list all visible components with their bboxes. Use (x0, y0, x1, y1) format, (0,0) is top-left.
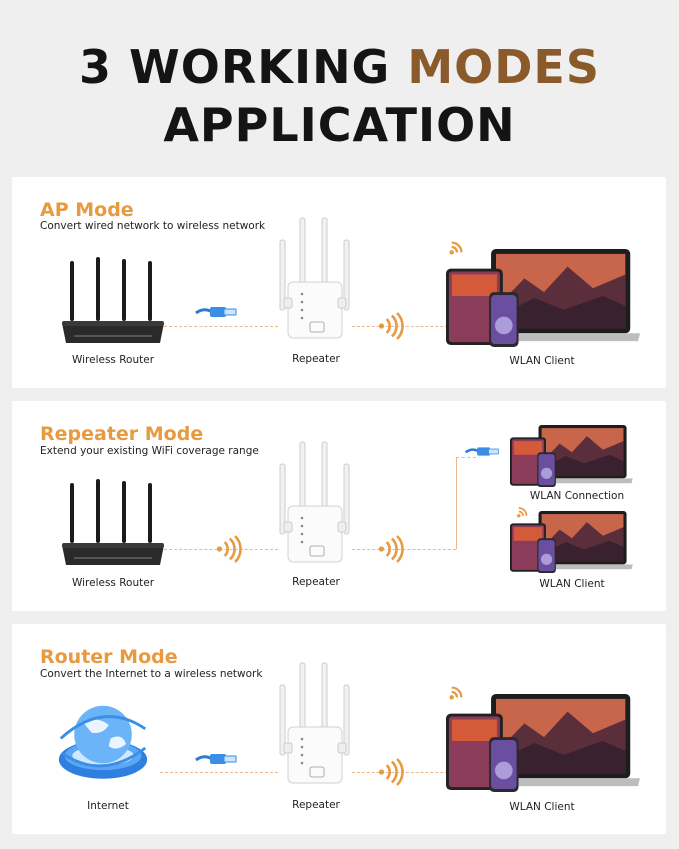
title-accent: MODES (407, 40, 600, 94)
title-prefix: 3 WORKING (79, 40, 391, 94)
wifi-signal-icon (378, 758, 404, 786)
page-title-line1: 3 WORKING MODES (0, 40, 679, 94)
ethernet-cable-icon (464, 444, 500, 459)
laptop-tablet-phone-icon (446, 249, 642, 347)
wireless-router-icon (58, 479, 168, 569)
mode-description: Extend your existing WiFi coverage range (40, 445, 259, 457)
globe-icon (52, 700, 154, 796)
client-label: WLAN Client (509, 801, 575, 813)
wifi-repeater-icon (276, 654, 356, 792)
connection-line (352, 772, 448, 773)
branch-line (456, 457, 476, 458)
ap-mode-panel: AP Mode Convert wired network to wireles… (12, 177, 666, 388)
wifi-signal-icon (378, 535, 404, 563)
mode-description: Convert wired network to wireless networ… (40, 220, 266, 232)
client-label: WLAN Client (509, 355, 575, 367)
wireless-router-icon (58, 257, 168, 347)
wifi-signal-icon (378, 312, 404, 340)
middle-label: Repeater (292, 576, 340, 588)
connection-line (164, 326, 278, 327)
source-label: Internet (87, 800, 129, 812)
ethernet-cable-icon (194, 750, 238, 768)
middle-label: Repeater (292, 799, 340, 811)
ethernet-cable-icon (194, 303, 238, 321)
branch-line (456, 457, 457, 549)
mode-title: Repeater Mode (40, 423, 204, 445)
mode-description: Convert the Internet to a wireless netwo… (40, 668, 263, 680)
source-label: Wireless Router (71, 577, 155, 589)
wifi-repeater-icon (276, 433, 356, 571)
laptop-tablet-phone-icon (446, 694, 642, 792)
laptop-tablet-phone-icon (510, 425, 634, 487)
wifi-signal-icon (216, 535, 242, 563)
source-label: Wireless Router (71, 354, 155, 366)
connection-line (160, 772, 278, 773)
router-mode-panel: Router Mode Convert the Internet to a wi… (12, 624, 666, 834)
connection-line (352, 326, 448, 327)
page-title-line2: APPLICATION (163, 98, 516, 152)
repeater-mode-panel: Repeater Mode Extend your existing WiFi … (12, 401, 666, 611)
mode-title: AP Mode (40, 199, 134, 221)
connection-line (352, 549, 456, 550)
client-label-top: WLAN Connection (529, 490, 625, 502)
client-label: WLAN Client (539, 578, 605, 590)
middle-label: Repeater (292, 353, 340, 365)
wifi-repeater-icon (276, 209, 356, 347)
laptop-tablet-phone-icon (510, 511, 634, 573)
mode-title: Router Mode (40, 646, 178, 668)
